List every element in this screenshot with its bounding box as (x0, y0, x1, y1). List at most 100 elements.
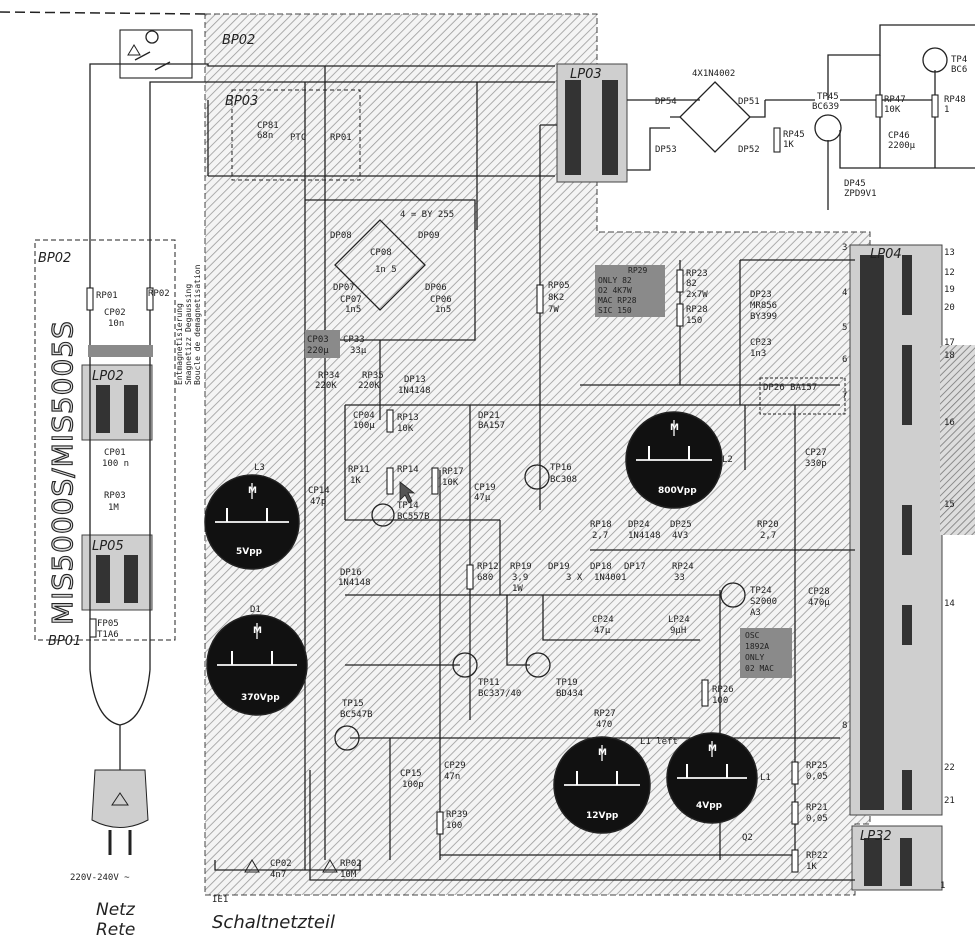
tp15-value: BC547B (340, 710, 373, 720)
tp11-value: BC337/40 (478, 689, 521, 699)
lp04-pin-left: 5 (842, 323, 847, 333)
q2-label: Q2 (742, 833, 753, 843)
lp32-pin: 1 (940, 881, 945, 891)
rp02-label: RP02 (148, 289, 170, 299)
dp13-value: 1N4148 (398, 386, 431, 396)
rp12-label: RP12 (477, 562, 499, 572)
scope-marker: M (248, 486, 257, 496)
fp05-label: FP05 (97, 619, 119, 629)
vertical-model-text: MIS5000S/MIS5005S (46, 320, 79, 625)
scope-amplitude: 5Vpp (236, 547, 263, 557)
dp18-value: 1N4001 (594, 573, 627, 583)
rp13-resistor (386, 409, 394, 433)
lp04-pin-right: 12 (944, 268, 955, 278)
rp25-value: 0,05 (806, 772, 828, 782)
lp04-pin-right: 21 (944, 796, 955, 806)
tp46-label: TP4 (951, 55, 967, 65)
cp33-value: 33µ (350, 346, 367, 356)
tp19-transistor (525, 652, 551, 678)
rp05-watt: 7W (548, 305, 559, 315)
dp19-label: DP19 (548, 562, 570, 572)
dp07-label: DP07 (333, 283, 355, 293)
lp24-label: LP24 (668, 615, 690, 625)
rp17-label: RP17 (442, 467, 464, 477)
rp22-label: RP22 (806, 851, 828, 861)
cp81-value: 68n (257, 131, 273, 141)
cp02-label: CP02 (104, 308, 126, 318)
cp06-value: 1n5 (435, 305, 451, 315)
rp25-resistor (791, 761, 799, 785)
lp24-value: 9µH (670, 626, 686, 636)
section-title: Schaltnetzteil (212, 912, 335, 933)
cp04-label: CP04 (353, 411, 375, 421)
cp02b-value: 4n7 (270, 870, 286, 880)
ptc-label: PTC (290, 133, 306, 143)
mains-label-rete: Rete (96, 920, 135, 937)
rp19-watt: 1W (512, 584, 523, 594)
mains-plug-icon (91, 769, 149, 855)
rp27-label: RP27 (594, 709, 616, 719)
dp26-frame (759, 377, 846, 415)
cp46-label: CP46 (888, 131, 910, 141)
lp04-pin-right: 22 (944, 763, 955, 773)
lp04-pin-left: 7 (842, 391, 847, 401)
rp20-label: RP20 (757, 520, 779, 530)
rp27-value: 470 (596, 720, 612, 730)
rp12-resistor (466, 564, 474, 590)
cp24-value: 47µ (594, 626, 611, 636)
tp16-transistor (524, 464, 550, 490)
tp45-label: TP45 (817, 92, 839, 102)
dp45-value: ZPD9V1 (844, 189, 877, 199)
cp19-label: CP19 (474, 483, 496, 493)
lp04-pin-right: 15 (944, 500, 955, 510)
rp01-label: RP01 (96, 291, 118, 301)
dp54-label: DP54 (655, 97, 677, 107)
lp04-pin-right: 16 (944, 418, 955, 428)
tp24-value2: A3 (750, 608, 761, 618)
cp04-value: 100µ (353, 421, 375, 431)
lp03-module: LP03 (556, 63, 628, 183)
rp25-label: RP25 (806, 761, 828, 771)
dp21-value: BA157 (478, 421, 505, 431)
scope-marker: M (598, 748, 607, 758)
rp17-resistor (431, 467, 439, 495)
bridge-main-label: 4 = BY 255 (400, 210, 454, 220)
rp21-resistor (791, 801, 799, 825)
rp24-value: 33 (674, 573, 685, 583)
rp39-resistor (436, 811, 444, 835)
tp14-value: BC557B (397, 512, 430, 522)
lp02-label: LP02 (92, 369, 124, 384)
tp46-transistor (922, 47, 948, 73)
bridge-rectifier-top (670, 81, 766, 153)
lp04-pin-left: 8 (842, 721, 847, 731)
cp23-value: 1n3 (750, 349, 766, 359)
tp15-transistor (334, 725, 360, 751)
scope-marker: M (670, 423, 679, 433)
cp14-value: 47p (310, 497, 326, 507)
bridge-top-label: 4X1N4002 (692, 69, 735, 79)
border-dashed-top (0, 11, 206, 15)
dp53-label: DP53 (655, 145, 677, 155)
lp05-label: LP05 (92, 539, 124, 554)
svg-text:1892A: 1892A (745, 642, 769, 651)
svg-text:MAC RP28: MAC RP28 (598, 296, 637, 305)
x3-label: 3 X (566, 573, 583, 583)
cp01-label: CP01 (104, 448, 126, 458)
mouse-cursor-icon (399, 481, 416, 504)
rp01-ptc-label: RP01 (330, 133, 352, 143)
rp13-label: RP13 (397, 413, 419, 423)
rp39-label: RP39 (446, 810, 468, 820)
cp24-label: CP24 (592, 615, 614, 625)
rp47-label: RP47 (884, 95, 906, 105)
cp15-value: 100p (402, 780, 424, 790)
rp34-label: RP34 (318, 371, 340, 381)
scope-id: L2 (722, 455, 733, 465)
rp14-label: RP14 (397, 465, 419, 475)
cp19-value: 47µ (474, 493, 491, 503)
cp23-label: CP23 (750, 338, 772, 348)
warning-triangle-icon (322, 859, 338, 873)
lp04-pin-right: 19 (944, 285, 955, 295)
rp45-resistor (773, 127, 781, 153)
